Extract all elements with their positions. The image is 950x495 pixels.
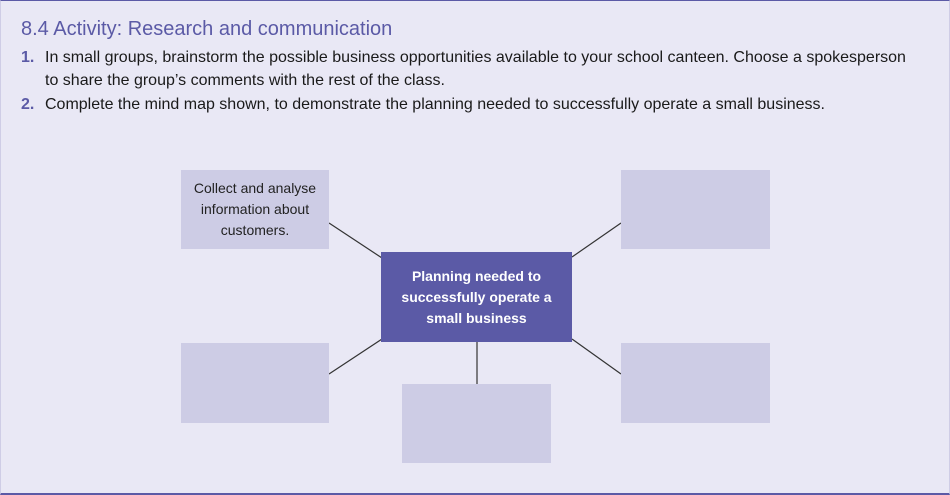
item-text: Complete the mind map shown, to demonstr…	[45, 96, 825, 113]
center-node-label: Planning needed to successfully operate …	[401, 267, 552, 326]
instruction-item-1: 1. In small groups, brainstorm the possi…	[21, 46, 911, 92]
item-number: 2.	[21, 96, 35, 113]
connector-bottom-left	[328, 338, 383, 375]
mind-map-center-node: Planning needed to successfully operate …	[381, 252, 572, 342]
item-text: In small groups, brainstorm the possible…	[45, 49, 906, 89]
connector-bottom-right	[571, 338, 622, 375]
mind-map-box-bottom-left	[181, 343, 329, 423]
mind-map-box-top-left: Collect and analyse information about cu…	[181, 170, 329, 249]
mind-map-box-top-right	[621, 170, 770, 249]
connector-top-left	[328, 222, 383, 259]
mind-map-box-bottom-right	[621, 343, 770, 423]
connector-top-right	[571, 222, 622, 258]
activity-title: 8.4 Activity: Research and communication	[21, 18, 393, 40]
item-number: 1.	[21, 49, 35, 66]
mind-map-box-bottom-center	[402, 384, 551, 463]
instruction-item-2: 2. Complete the mind map shown, to demon…	[21, 93, 911, 116]
